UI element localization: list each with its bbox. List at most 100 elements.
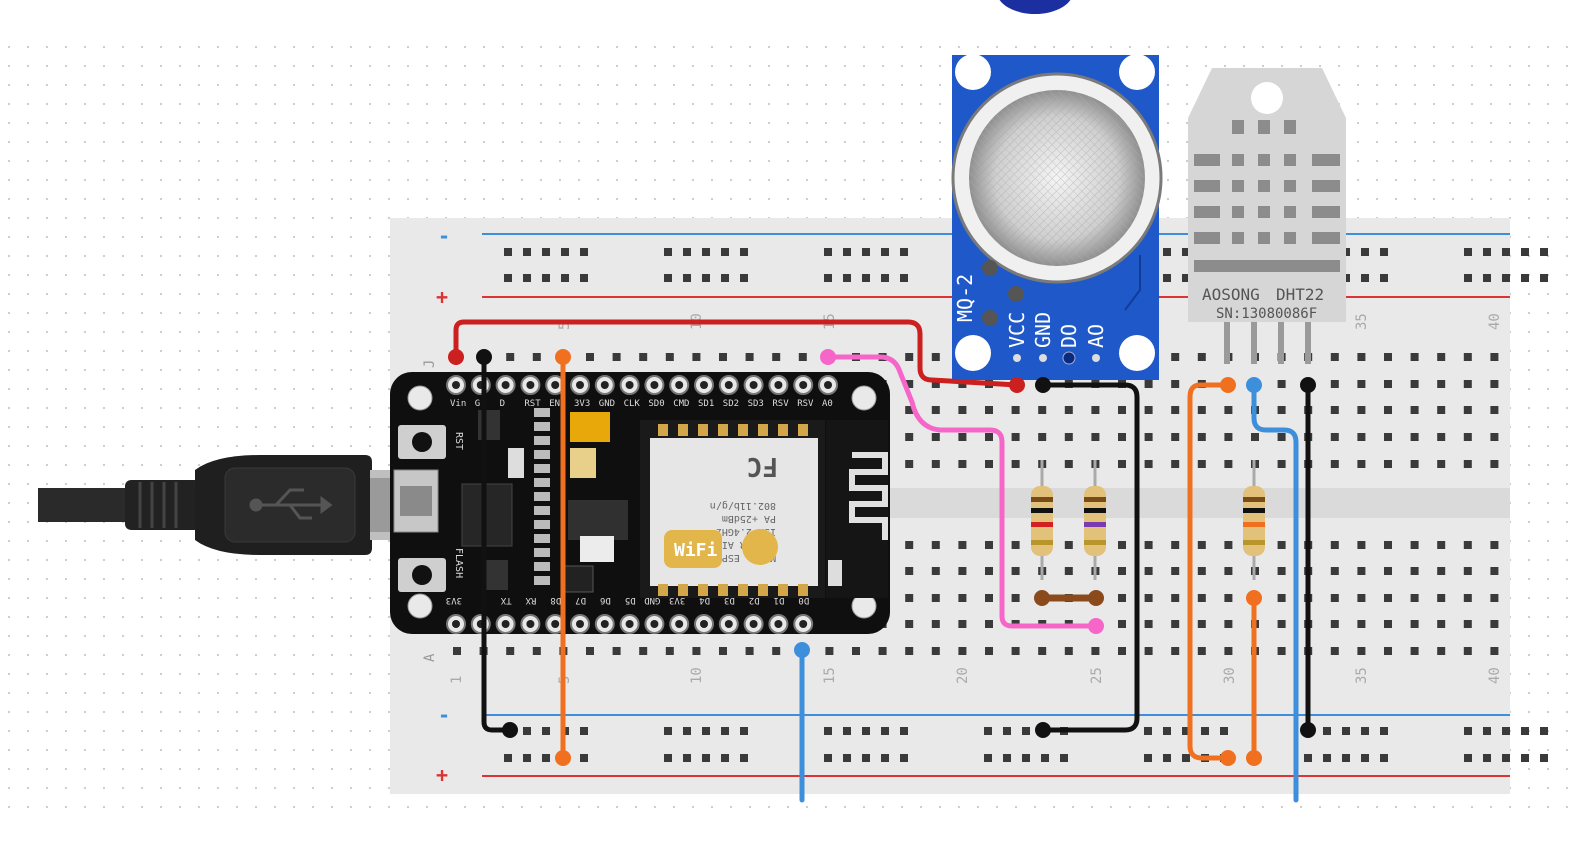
breadboard-hole: [1171, 380, 1180, 388]
breadboard-hole: [586, 353, 594, 361]
breadboard-hole: [1437, 433, 1446, 441]
breadboard-hole: [1118, 433, 1126, 441]
mq2-led: [1008, 286, 1024, 302]
breadboard-hole: [1330, 620, 1339, 628]
dht22-vent: [1258, 206, 1270, 218]
breadboard-hole: [1144, 380, 1153, 388]
rail-hole: [862, 727, 870, 735]
breadboard-hole: [1463, 567, 1472, 575]
breadboard-hole: [1463, 541, 1472, 549]
mq2-pin-do: DO: [1057, 324, 1081, 348]
rail-hole: [1464, 248, 1472, 256]
smd-part: [580, 536, 614, 562]
rail-hole: [881, 754, 889, 762]
breadboard-hole: [931, 647, 940, 655]
mcu-top-pin-label: SD0: [648, 399, 664, 409]
breadboard-hole: [1490, 620, 1499, 628]
breadboard-hole: [612, 353, 621, 361]
breadboard-hole: [931, 353, 940, 361]
rail-hole: [504, 754, 512, 762]
rail-hole: [740, 274, 748, 282]
breadboard-hole: [1410, 460, 1419, 468]
mcu-bottom-pin-label: D4: [699, 595, 710, 605]
mq2-sensor-mesh-pattern: [969, 90, 1145, 266]
mcu-pin-hole: [526, 381, 535, 389]
breadboard-hole: [1437, 647, 1446, 655]
breadboard-hole: [1437, 353, 1446, 361]
breadboard-hole: [1118, 541, 1126, 549]
resistor: [1084, 460, 1106, 580]
breadboard-hole: [1490, 433, 1499, 441]
breadboard-hole: [1410, 647, 1419, 655]
breadboard-hole: [532, 647, 541, 655]
rail-hole: [523, 754, 531, 762]
mcu-pin-hole: [576, 381, 584, 389]
rail-hole: [881, 727, 889, 735]
resistor-body: [1243, 486, 1265, 556]
dht22-vent: [1284, 154, 1296, 166]
mcu-mount-hole: [407, 593, 433, 619]
breadboard-hole: [931, 620, 940, 628]
rail-hole: [1304, 754, 1312, 762]
rail-hole: [580, 274, 588, 282]
breadboard-hole: [1197, 567, 1206, 575]
breadboard-hole: [1171, 647, 1180, 655]
breadboard-hole: [1330, 353, 1339, 361]
breadboard-hole: [958, 406, 967, 414]
rail-hole: [1483, 754, 1491, 762]
rail-hole: [900, 274, 908, 282]
mcu-top-pin-label: CMD: [673, 399, 689, 409]
col-num-bottom-35: 35: [1354, 667, 1370, 684]
breadboard-hole: [931, 433, 940, 441]
rst-button-cap: [412, 432, 432, 452]
breadboard-hole: [1410, 406, 1419, 414]
dht22-vent: [1258, 120, 1270, 134]
wire-orange-dht: [1187, 382, 1231, 761]
resistor-body: [1031, 486, 1053, 556]
rail-hole: [824, 274, 832, 282]
mq2-pin-vcc: VCC: [1005, 312, 1029, 348]
breadboard-hole: [1038, 433, 1047, 441]
breadboard-hole: [1463, 647, 1472, 655]
breadboard-hole: [1224, 541, 1233, 549]
voltage-regulator: [568, 500, 628, 540]
breadboard-hole: [905, 353, 914, 361]
esp-castellation: [658, 584, 668, 596]
breadboard-hole: [1064, 567, 1073, 575]
breadboard-hole: [1330, 541, 1339, 549]
breadboard-hole: [1277, 541, 1286, 549]
breadboard-hole: [985, 594, 993, 602]
breadboard-hole: [1357, 647, 1366, 655]
rail-hole: [702, 727, 710, 735]
dht22-mount-hole: [1251, 82, 1283, 114]
breadboard-hole: [1038, 406, 1047, 414]
mcu-top-pin-label: RSV: [772, 399, 789, 409]
breadboard-hole: [931, 594, 940, 602]
mcu-pin-hole: [551, 620, 560, 628]
mcu-header-pins: [446, 375, 838, 634]
breadboard-hole: [1144, 406, 1153, 414]
breadboard-hole: [1171, 567, 1180, 575]
mcu-top-pin-label: EN: [549, 399, 560, 409]
col-num-top-35: 35: [1354, 313, 1370, 330]
mcu-pin-hole: [724, 620, 733, 628]
rail-hole: [862, 754, 870, 762]
rail-hole: [1342, 754, 1350, 762]
nodemcu-board: RST FLASH MODEL ESP8266MOD VENDOR AI-THI…: [390, 372, 890, 634]
esp-label-5: 802.11b/g/n: [710, 500, 776, 511]
mcu-pin-hole: [551, 381, 560, 389]
mcu-top-pin-label: Vin: [450, 399, 466, 409]
rail-hole: [580, 248, 588, 256]
esp-castellation: [658, 424, 668, 436]
mq2-mount-hole: [955, 335, 991, 371]
breadboard-hole: [532, 353, 541, 361]
esp-castellation: [778, 584, 788, 596]
dht22-vent: [1258, 180, 1270, 192]
breadboard-hole: [958, 647, 967, 655]
rail-hole: [664, 248, 672, 256]
mq2-mount-hole: [955, 54, 991, 90]
mq2-pin-ao: AO: [1084, 324, 1108, 348]
rail-plus-top-label: +: [436, 285, 448, 309]
